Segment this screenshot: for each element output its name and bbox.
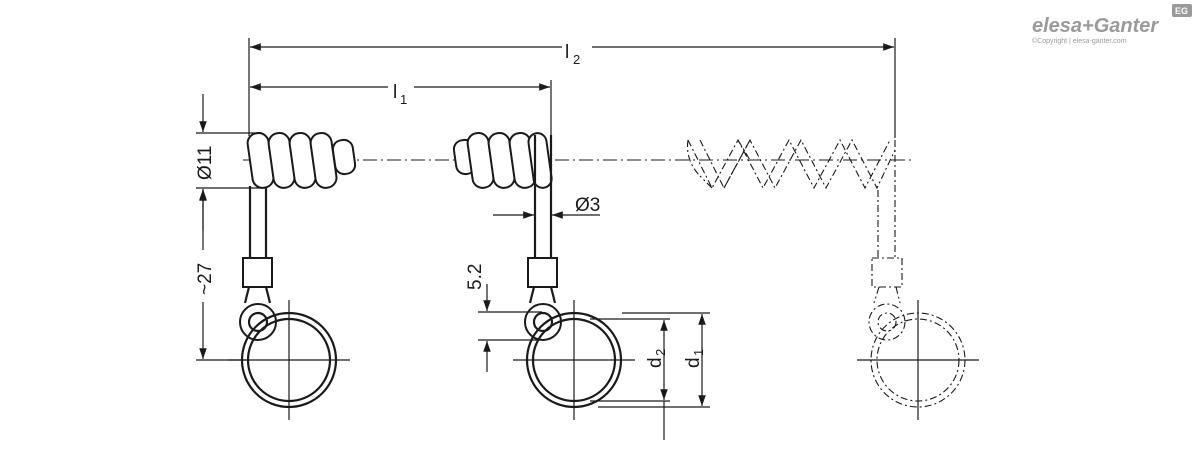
dimension-l2: l 2: [248, 36, 896, 138]
dimension-wire-diameter: Ø3: [493, 195, 600, 219]
dimension-cable-length: ~27: [195, 190, 246, 361]
left-spring-assembly: [228, 132, 357, 420]
label-cable-length: ~27: [195, 263, 216, 295]
middle-spring-assembly: [452, 132, 635, 420]
right-spring-assembly-extended: [686, 138, 979, 420]
brand-badge-text: EG: [1175, 6, 1188, 16]
brand-logo: elesa+Ganter EG ©Copyright | elesa-gante…: [1032, 4, 1192, 45]
dimension-eyelet-offset: 5.2: [465, 264, 542, 372]
copyright-text: ©Copyright | elesa-ganter.com: [1032, 37, 1127, 45]
dimension-d2: d 2: [590, 318, 670, 440]
label-l2-sub: 2: [573, 52, 580, 67]
label-d2-sub: 2: [653, 349, 668, 356]
label-l1-sub: 1: [400, 92, 407, 107]
dimension-l1: l 1: [250, 76, 552, 140]
dimension-d1: d 1: [598, 312, 710, 408]
label-d1: d: [683, 357, 704, 368]
label-l2: l: [565, 42, 569, 63]
label-l1: l: [393, 82, 397, 103]
label-d1-sub: 1: [691, 349, 706, 356]
label-wire-diameter: Ø3: [575, 195, 600, 216]
label-d2: d: [645, 357, 666, 368]
label-eyelet-offset: 5.2: [465, 264, 486, 290]
brand-name: elesa+Ganter: [1032, 15, 1159, 37]
label-coil-diameter: Ø11: [195, 145, 216, 180]
brand-badge: [1172, 4, 1192, 17]
